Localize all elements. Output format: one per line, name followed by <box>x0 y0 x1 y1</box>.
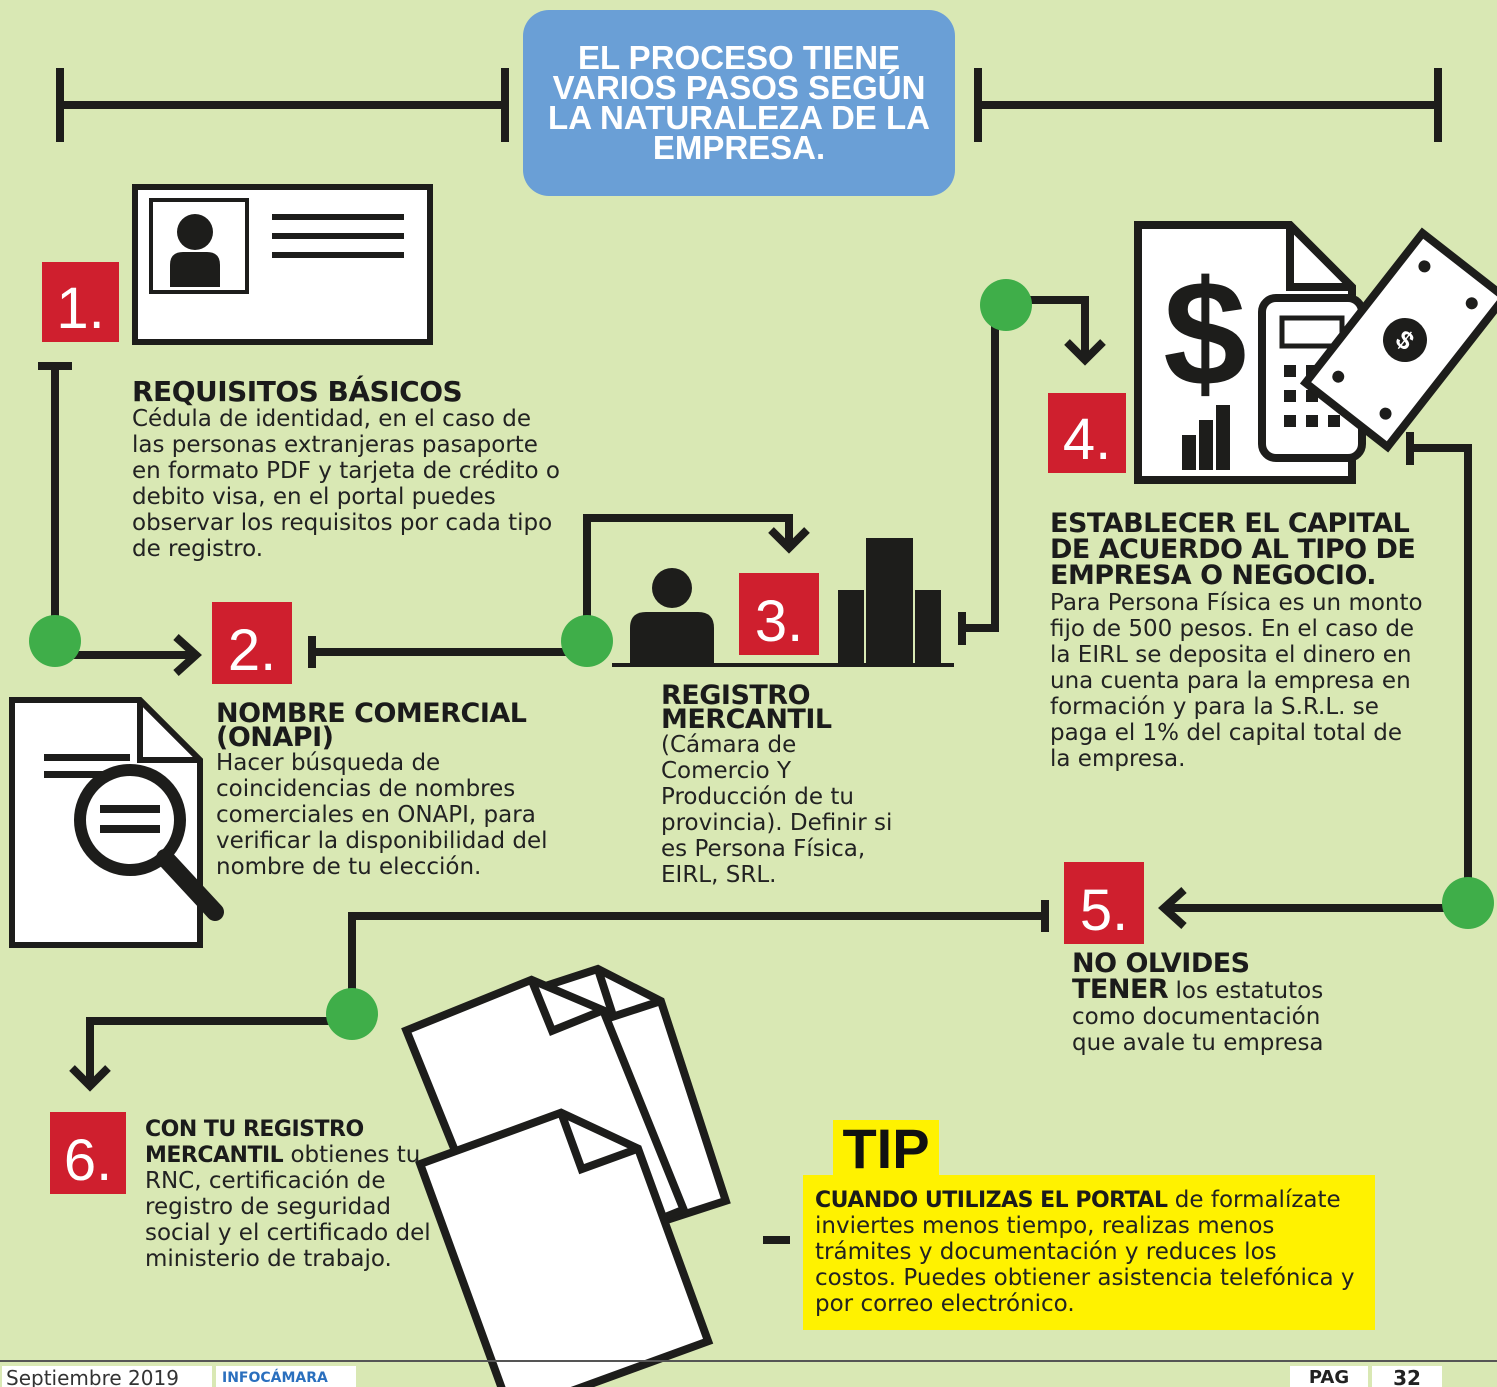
step-number-6: 6. <box>50 1112 126 1194</box>
tip-text: de formalízate inviertes menos tiempo, r… <box>815 1187 1355 1317</box>
step-number-2: 2. <box>212 602 292 684</box>
money-bill-icon: $ <box>1299 227 1497 453</box>
flow-dot <box>1442 877 1494 929</box>
footer-brand-logo: INFOCÁMARA <box>216 1366 356 1387</box>
id-card-icon <box>132 184 433 345</box>
step-1: REQUISITOS BÁSICOS Cédula de identidad, … <box>132 375 582 563</box>
step-4: ESTABLECER EL CAPITAL DE ACUERDO AL TIPO… <box>1050 510 1430 772</box>
footer-rule <box>0 1360 1497 1362</box>
flow-dot <box>980 279 1032 331</box>
step-3: REGISTRO MERCANTIL (Cámara de Comercio Y… <box>661 680 921 888</box>
step-number-5: 5. <box>1064 862 1144 944</box>
step-1-text: Cédula de identidad, en el caso de las p… <box>132 406 561 562</box>
step-6: CON TU REGISTRO MERCANTIL obtienes tu RN… <box>145 1116 445 1273</box>
step-number-4: 4. <box>1048 393 1126 473</box>
tip-heading: CUANDO UTILIZAS EL PORTAL <box>815 1188 1168 1213</box>
step-6-heading: CON TU REGISTRO MERCANTIL <box>145 1117 364 1168</box>
step-2-heading: NOMBRE COMERCIAL (ONAPI) <box>216 698 527 753</box>
bar-chart-icon <box>838 538 941 663</box>
flow-dot <box>561 615 613 667</box>
step-4-text: Para Persona Física es un monto fijo de … <box>1050 590 1423 772</box>
tip-label: TIP <box>833 1120 939 1178</box>
documents-icon <box>401 964 731 1387</box>
step-5: NO OLVIDES TENER los estatutos como docu… <box>1072 950 1362 1056</box>
footer-page-number: 32 <box>1372 1366 1442 1387</box>
footer-page-label: PAG <box>1290 1366 1368 1387</box>
flow-dot <box>326 988 378 1040</box>
step-4-heading: ESTABLECER EL CAPITAL DE ACUERDO AL TIPO… <box>1050 508 1416 591</box>
step-3-heading: REGISTRO MERCANTIL <box>661 680 832 735</box>
svg-text:$: $ <box>1163 249 1246 417</box>
step-2: NOMBRE COMERCIAL (ONAPI) Hacer búsqueda … <box>216 698 556 880</box>
connector-4-5 <box>1165 444 1472 912</box>
step-number-1: 1. <box>42 262 119 342</box>
flow-dot <box>29 615 81 667</box>
step-6-text: obtienes tu RNC, certificación de regist… <box>145 1142 431 1272</box>
step-5-text: los estatutos como documentación que ava… <box>1072 978 1324 1056</box>
tip-box: CUANDO UTILIZAS EL PORTAL de formalízate… <box>803 1175 1375 1330</box>
person-icon <box>630 568 714 663</box>
step-1-heading: REQUISITOS BÁSICOS <box>132 375 463 408</box>
step-5-heading: NO OLVIDES TENER <box>1072 948 1250 1005</box>
step-2-text: Hacer búsqueda de coincidencias de nombr… <box>216 750 548 880</box>
step-3-text: (Cámara de Comercio Y Producción de tu p… <box>661 732 893 888</box>
connector-2-3 <box>312 514 793 656</box>
search-document-icon <box>9 697 224 948</box>
step-number-3: 3. <box>739 573 819 655</box>
footer-date: Septiembre 2019 <box>2 1366 212 1387</box>
title: EL PROCESO TIENE VARIOS PASOS SEGÚN LA N… <box>523 10 955 196</box>
